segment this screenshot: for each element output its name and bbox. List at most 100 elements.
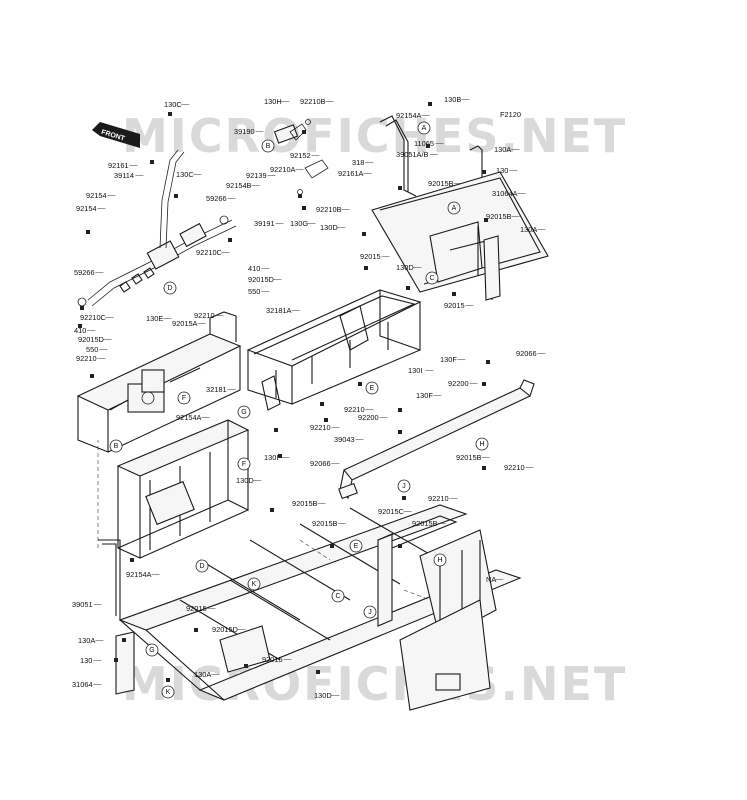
steering-rack-assembly: [77, 149, 237, 307]
callout-d: D: [195, 559, 209, 573]
callout-b: B: [261, 139, 275, 153]
part-label: 92210C: [196, 248, 223, 257]
part-label: 92210C: [80, 313, 107, 322]
part-label: 130F: [416, 391, 433, 400]
bolt-icon: [194, 628, 198, 632]
bolt-icon: [406, 286, 410, 290]
svg-text:J: J: [402, 483, 406, 490]
svg-text:A: A: [452, 205, 457, 212]
part-label: 92015B: [312, 519, 338, 528]
svg-text:F: F: [242, 461, 246, 468]
callout-d: D: [163, 281, 177, 295]
svg-text:K: K: [252, 581, 257, 588]
svg-text:H: H: [437, 557, 442, 564]
callout-k: K: [247, 577, 261, 591]
bolt-icon: [402, 496, 406, 500]
part-label: 92210: [428, 494, 449, 503]
part-label: 92066: [516, 349, 537, 358]
part-label: 39190: [234, 127, 255, 136]
bolt-icon: [244, 664, 248, 668]
callout-f: F: [177, 391, 191, 405]
bolt-icon: [324, 418, 328, 422]
rear-upper-frame: [371, 115, 549, 301]
bolt-icon: [486, 360, 490, 364]
bolt-icon: [298, 194, 302, 198]
part-label: 92154A: [396, 111, 422, 120]
part-label: 550: [248, 287, 260, 296]
part-label: 92015D: [248, 275, 274, 284]
bolt-icon: [302, 206, 306, 210]
bolt-icon: [482, 466, 486, 470]
callout-j: J: [397, 479, 411, 493]
bolt-icon: [80, 306, 84, 310]
part-label: 11065: [414, 139, 434, 148]
bolt-icon: [452, 292, 456, 296]
bolt-icon: [150, 160, 154, 164]
bolt-icon: [90, 374, 94, 378]
part-label: 130: [80, 656, 92, 665]
part-label: 32181A: [266, 306, 292, 315]
part-label: 39051A/B: [396, 150, 429, 159]
part-label: 92154: [86, 191, 107, 200]
right-cross-tube-39043: [338, 379, 535, 500]
part-label: 92015A: [172, 319, 198, 328]
watermark-bottom: MICROFICHES.NET: [122, 657, 627, 711]
bolt-icon: [270, 508, 274, 512]
callout-e: E: [365, 381, 379, 395]
main-chassis: [97, 419, 522, 711]
part-label: 92210: [504, 463, 525, 472]
part-label: 92154B: [226, 181, 252, 190]
callout-f: F: [237, 457, 251, 471]
callout-e: E: [349, 539, 363, 553]
bolt-icon: [398, 430, 402, 434]
part-label: 130E: [146, 314, 163, 323]
svg-text:D: D: [199, 563, 204, 570]
part-label: 130A: [494, 145, 511, 154]
bolt-icon: [86, 230, 90, 234]
svg-text:K: K: [166, 689, 171, 696]
bolt-icon: [130, 558, 134, 562]
callout-c: C: [425, 271, 439, 285]
part-label: 92015: [186, 604, 207, 613]
cargo-frame-32181A: [246, 289, 422, 411]
svg-text:E: E: [354, 543, 359, 550]
bolt-icon: [428, 102, 432, 106]
part-label: 39043: [334, 435, 355, 444]
bolt-icon: [166, 678, 170, 682]
part-label: 130D: [314, 691, 332, 700]
part-label: 39191: [254, 219, 275, 228]
part-label: 318: [352, 158, 364, 167]
part-label: 92200: [358, 413, 379, 422]
part-label: 130A: [520, 225, 537, 234]
bolt-icon: [362, 232, 366, 236]
part-label: 130F: [440, 355, 457, 364]
part-label: 92200: [448, 379, 469, 388]
bolt-icon: [174, 194, 178, 198]
part-label: 31064A: [492, 189, 518, 198]
callout-h: H: [475, 437, 489, 451]
bolt-icon: [482, 382, 486, 386]
part-label: 92015: [360, 252, 381, 261]
part-label: 92161A: [338, 169, 364, 178]
part-label: 130G: [290, 219, 308, 228]
part-label: 130A: [78, 636, 95, 645]
svg-text:A: A: [422, 125, 427, 132]
bolt-icon: [484, 218, 488, 222]
bolt-icon: [278, 454, 282, 458]
part-label: 92015B: [412, 519, 438, 528]
part-label: 92210: [344, 405, 365, 414]
part-label: 92210: [76, 354, 97, 363]
part-label: 92015B: [292, 499, 318, 508]
reference-number: F2120: [500, 110, 521, 119]
part-label: 92015D: [212, 625, 238, 634]
svg-text:C: C: [335, 593, 340, 600]
part-label: 92015D: [78, 335, 104, 344]
watermark-top: MICROFICHES.NET: [122, 109, 627, 163]
part-label: 92154A: [176, 413, 202, 422]
callout-k: K: [161, 685, 175, 699]
svg-text:D: D: [167, 285, 172, 292]
part-label: 92210B: [300, 97, 326, 106]
part-label: 59266: [74, 268, 95, 277]
